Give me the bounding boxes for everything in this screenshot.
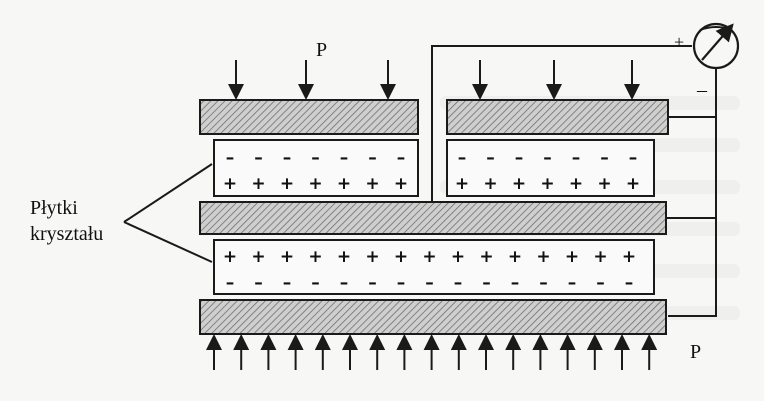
positive-charge: + <box>280 247 294 267</box>
positive-charge: + <box>455 174 469 194</box>
positive-charge: + <box>223 247 237 267</box>
positive-charge: + <box>223 174 237 194</box>
positive-charge: + <box>593 247 607 267</box>
negative-charge: – <box>572 148 581 168</box>
negative-charge: – <box>596 273 605 293</box>
positive-charge: + <box>512 174 526 194</box>
negative-charge: – <box>600 148 609 168</box>
positive-charge: + <box>394 174 408 194</box>
positive-charge: + <box>508 247 522 267</box>
positive-charge: + <box>337 247 351 267</box>
wire-to-meter-positive <box>431 45 692 202</box>
negative-charge: – <box>283 273 292 293</box>
negative-charge: – <box>397 273 406 293</box>
charge-signs: –+–+–+–+–+–+–+–+–+–+–+–+–+–++–+–+–+–+–+–… <box>223 148 640 293</box>
bottom-force-arrows <box>206 334 658 370</box>
positive-charge: + <box>422 247 436 267</box>
positive-charge: + <box>569 174 583 194</box>
negative-charge: – <box>226 273 235 293</box>
meter-plus-sign: + <box>674 32 684 52</box>
positive-charge: + <box>365 247 379 267</box>
negative-charge: – <box>340 148 349 168</box>
negative-charge: – <box>254 273 263 293</box>
negative-charge: – <box>254 148 263 168</box>
negative-charge: – <box>311 148 320 168</box>
negative-charge: – <box>368 273 377 293</box>
negative-charge: – <box>454 273 463 293</box>
positive-charge: + <box>451 247 465 267</box>
negative-charge: – <box>283 148 292 168</box>
positive-charge: + <box>540 174 554 194</box>
positive-charge: + <box>308 174 322 194</box>
negative-charge: – <box>397 148 406 168</box>
middle-electrode <box>199 201 667 235</box>
positive-charge: + <box>536 247 550 267</box>
positive-charge: + <box>280 174 294 194</box>
positive-charge: + <box>597 174 611 194</box>
negative-charge: – <box>629 148 638 168</box>
negative-charge: – <box>368 148 377 168</box>
positive-charge: + <box>251 174 265 194</box>
positive-charge: + <box>337 174 351 194</box>
positive-charge: + <box>626 174 640 194</box>
positive-charge: + <box>308 247 322 267</box>
negative-charge: – <box>543 148 552 168</box>
wire-right-bus <box>668 117 717 317</box>
negative-charge: – <box>486 148 495 168</box>
negative-charge: – <box>482 273 491 293</box>
top-left-electrode <box>199 99 419 135</box>
negative-charge: – <box>226 148 235 168</box>
positive-charge: + <box>479 247 493 267</box>
meter-minus-sign: – <box>696 79 708 101</box>
positive-charge: + <box>365 174 379 194</box>
positive-charge: + <box>622 247 636 267</box>
force-label-top: P <box>316 39 327 61</box>
negative-charge: – <box>511 273 520 293</box>
top-force-arrows <box>228 60 640 100</box>
galvanometer-icon <box>692 22 740 70</box>
lower-crystal-plate <box>213 239 655 295</box>
negative-charge: – <box>311 273 320 293</box>
negative-charge: – <box>340 273 349 293</box>
positive-charge: + <box>251 247 265 267</box>
force-label-bottom: P <box>690 341 701 363</box>
circuit-wires <box>431 45 717 317</box>
positive-charge: + <box>565 247 579 267</box>
label-pointer-lines <box>123 163 213 263</box>
negative-charge: – <box>539 273 548 293</box>
top-right-electrode <box>446 99 669 135</box>
crystal-plates-label-line2: kryształu <box>30 223 103 245</box>
positive-charge: + <box>394 247 408 267</box>
upper-left-crystal-plate <box>213 139 419 197</box>
wire-from-meter-negative <box>668 68 717 118</box>
negative-charge: – <box>515 148 524 168</box>
negative-charge: – <box>568 273 577 293</box>
upper-right-crystal-plate <box>446 139 655 197</box>
positive-charge: + <box>483 174 497 194</box>
negative-charge: – <box>425 273 434 293</box>
negative-charge: – <box>458 148 467 168</box>
crystal-plates-label-line1: Płytki <box>30 197 78 219</box>
bottom-electrode <box>199 299 667 335</box>
negative-charge: – <box>625 273 634 293</box>
